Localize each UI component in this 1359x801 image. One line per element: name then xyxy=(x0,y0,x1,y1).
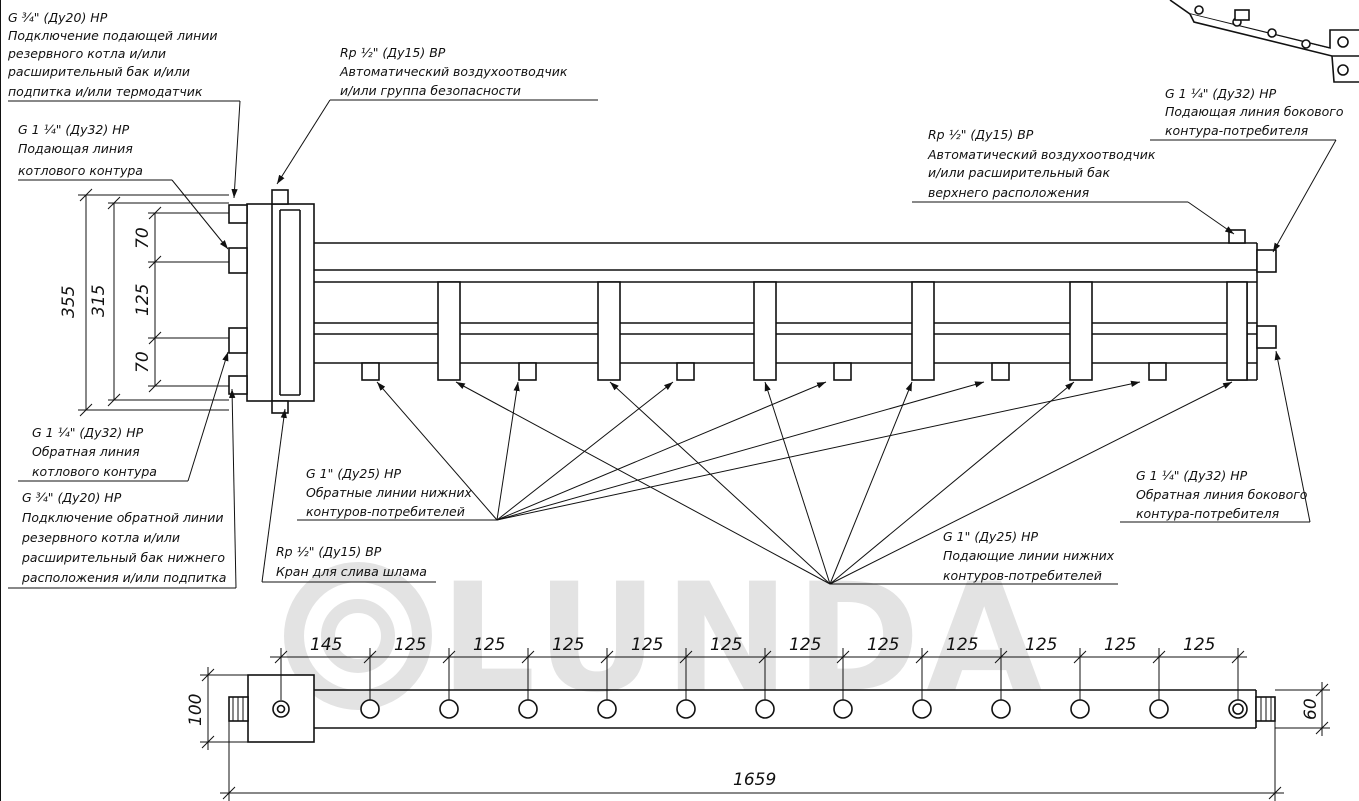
spacing-label: 125 xyxy=(473,635,505,655)
spacing-label: 125 xyxy=(1183,635,1215,655)
plan-spacing-dimensions: 145 125 125 125 125 125 125 125 125 125 … xyxy=(270,635,1247,700)
callout-line: Обратная линия бокового xyxy=(1136,487,1308,502)
callout-line: расширительный бак нижнего xyxy=(21,550,225,565)
callout-line: контуров-потребителей xyxy=(943,568,1102,583)
callout-line: верхнего расположения xyxy=(928,185,1090,200)
callout-side-return: G 1 ¼" (Ду32) НР Обратная линия бокового… xyxy=(1120,350,1311,523)
spacing-label: 125 xyxy=(867,635,899,655)
plan-height-dimensions: 100 60 xyxy=(186,667,1330,750)
callout-line: резервного котла и/или xyxy=(21,530,180,545)
callout-line: G ¾" (Ду20) НР xyxy=(22,490,122,505)
callout-line: G 1 ¼" (Ду32) НР xyxy=(32,425,144,440)
lunda-watermark: LUNDA xyxy=(284,552,1048,726)
spacing-label: 125 xyxy=(946,635,978,655)
dim-block-height: 100 xyxy=(186,694,206,726)
dim-top-gap: 70 xyxy=(133,227,153,249)
spacing-label: 125 xyxy=(631,635,663,655)
callout-line: Обратные линии нижних xyxy=(306,485,472,500)
callout-line: Rp ½" (Ду15) ВР xyxy=(340,45,446,60)
return-nozzles xyxy=(361,362,1167,381)
product-thumbnail xyxy=(1169,0,1359,83)
spacing-label: 125 xyxy=(710,635,742,655)
callout-left-supply: G 1 ¼" (Ду32) НР Подающая линия котловог… xyxy=(18,122,229,250)
callout-line: котлового контура xyxy=(32,464,157,479)
spacing-label: 145 xyxy=(310,635,342,655)
side-view: 355 315 70 125 70 xyxy=(59,188,1277,417)
callout-line: G 1" (Ду25) НР xyxy=(306,466,402,481)
callout-line: Кран для слива шлама xyxy=(276,564,427,579)
dim-pipe-height: 60 xyxy=(1301,698,1321,720)
callout-air-vent-right: Rp ½" (Ду15) ВР Автоматический воздухоот… xyxy=(912,127,1235,235)
callout-line: и/или группа безопасности xyxy=(340,83,521,98)
callout-line: Rp ½" (Ду15) ВР xyxy=(276,544,382,559)
vertical-connectors xyxy=(437,281,1248,381)
callout-line: контура-потребителя xyxy=(1165,123,1309,138)
callout-line: резервного котла и/или xyxy=(7,46,166,61)
callout-side-supply: G 1 ¼" (Ду32) НР Подающая линия бокового… xyxy=(1150,86,1344,253)
callout-line: контуров-потребителей xyxy=(306,504,465,519)
dim-bottom-gap: 70 xyxy=(133,351,153,373)
callout-left-return: G 1 ¼" (Ду32) НР Обратная линия котловог… xyxy=(18,351,229,482)
callout-line: подпитка и/или термодатчик xyxy=(8,84,203,99)
callout-line: G 1 ¼" (Ду32) НР xyxy=(18,122,130,137)
callout-line: G 1" (Ду25) НР xyxy=(943,529,1039,544)
callout-lower-returns: G 1" (Ду25) НР Обратные линии нижних кон… xyxy=(297,380,1141,521)
spacing-label: 125 xyxy=(1104,635,1136,655)
callout-line: G 1 ¼" (Ду32) НР xyxy=(1136,468,1248,483)
callout-line: Обратная линия xyxy=(32,444,140,459)
callout-drain: Rp ½" (Ду15) ВР Кран для слива шлама xyxy=(261,408,436,583)
callout-line: котлового контура xyxy=(18,163,143,178)
callout-line: Подключение обратной линии xyxy=(22,510,223,525)
callout-left-bottom: G ¾" (Ду20) НР Подключение обратной лини… xyxy=(8,388,237,589)
callout-line: Подающая линия бокового xyxy=(1165,104,1344,119)
spacing-label: 125 xyxy=(552,635,584,655)
callout-line: контура-потребителя xyxy=(1136,506,1280,521)
callout-line: G 1 ¼" (Ду32) НР xyxy=(1165,86,1277,101)
plan-total-length: 1659 xyxy=(220,721,1284,801)
callout-line: Rp ½" (Ду15) ВР xyxy=(928,127,1034,142)
callout-left-top: G ¾" (Ду20) НР Подключение подающей лини… xyxy=(7,10,241,199)
callout-line: G ¾" (Ду20) НР xyxy=(8,10,108,25)
callout-line: Автоматический воздухоотводчик xyxy=(927,147,1156,162)
callout-line: и/или расширительный бак xyxy=(928,165,1110,180)
spacing-label: 125 xyxy=(394,635,426,655)
callout-air-vent-left: Rp ½" (Ду15) ВР Автоматический воздухоот… xyxy=(276,45,598,185)
dim-total-length: 1659 xyxy=(733,770,776,790)
callout-line: Подающая линия xyxy=(18,141,133,156)
callout-line: Подающие линии нижних xyxy=(943,548,1115,563)
callout-lower-supplies: G 1" (Ду25) НР Подающие линии нижних кон… xyxy=(455,381,1233,585)
watermark-text: LUNDA xyxy=(440,552,1048,726)
callout-line: расположения и/или подпитка xyxy=(21,570,226,585)
plan-view: 145 125 125 125 125 125 125 125 125 125 … xyxy=(186,635,1330,801)
callout-line: расширительный бак и/или xyxy=(7,64,190,79)
callout-line: Автоматический воздухоотводчик xyxy=(339,64,568,79)
dim-inner-height: 315 xyxy=(89,285,109,317)
callout-line: Подключение подающей линии xyxy=(8,28,218,43)
dim-middle-gap: 125 xyxy=(133,284,153,316)
dim-overall-height: 355 xyxy=(59,286,79,318)
spacing-label: 125 xyxy=(1025,635,1057,655)
side-view-dimensions: 355 315 70 125 70 xyxy=(59,188,229,417)
spacing-label: 125 xyxy=(789,635,821,655)
